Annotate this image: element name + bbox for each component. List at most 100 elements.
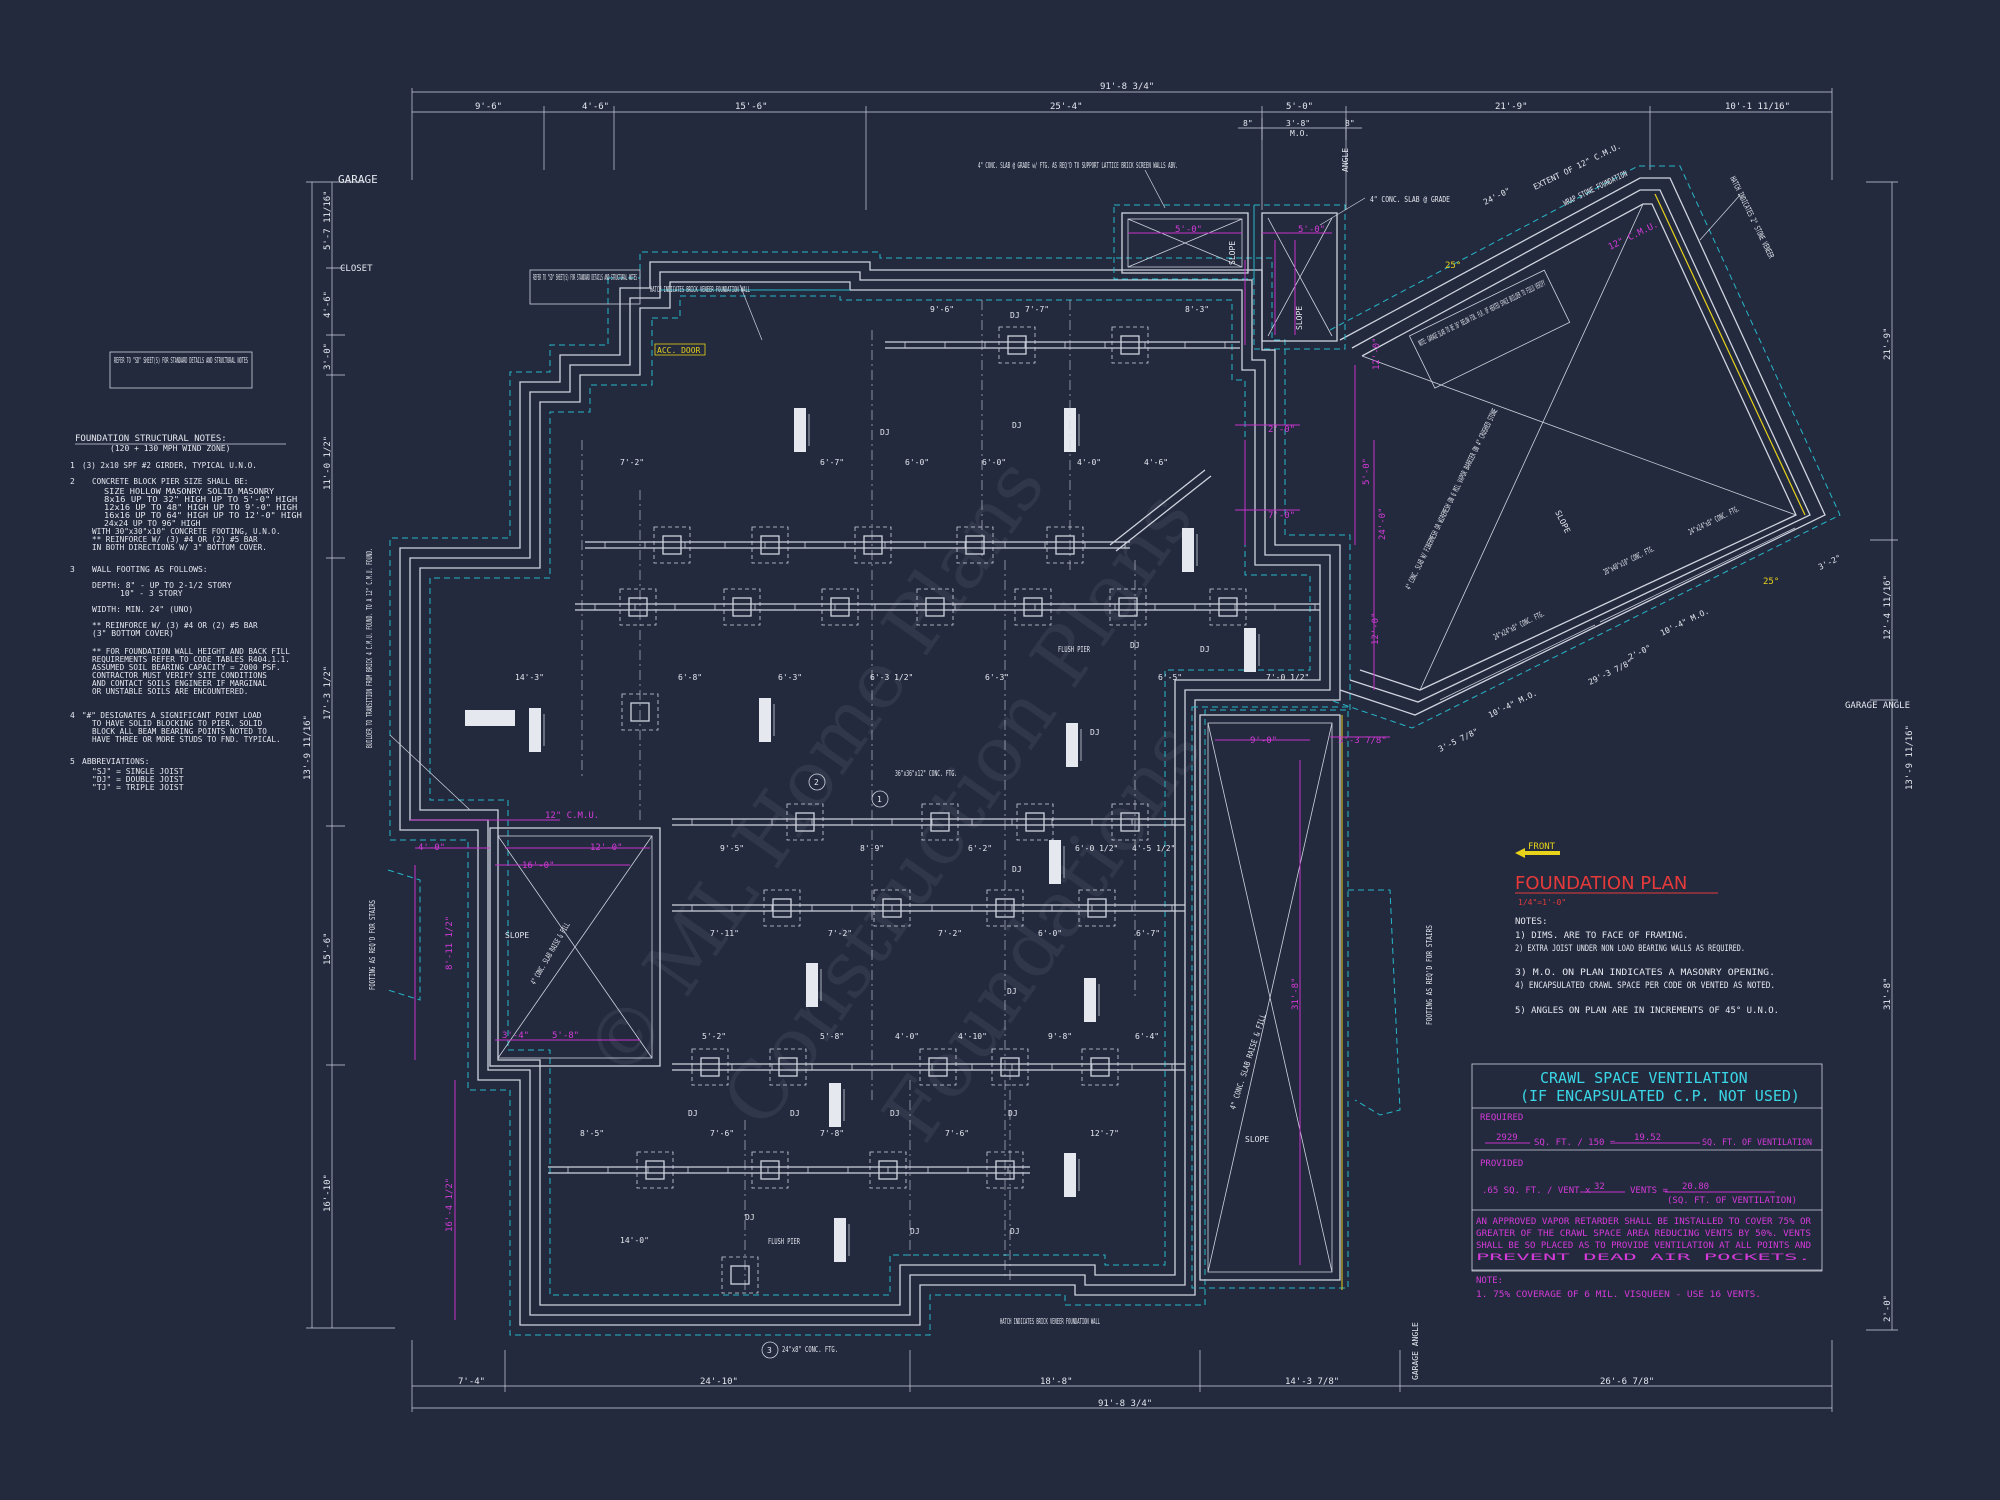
mg-dim-16: 24'-0" (1378, 507, 1388, 540)
right-dim-4: 31'-8" (1883, 977, 1893, 1010)
interior-grid (581, 300, 1136, 1290)
ventilation-per-vent: .65 SQ. FT. / VENT x (1482, 1186, 1591, 1196)
structural-note-line: "TJ" = TRIPLE JOIST (92, 783, 184, 792)
structural-note-line: BLOCK ALL BEAM BEARING POINTS NOTED TO (92, 727, 267, 736)
joist-label: DJ (1012, 865, 1022, 874)
bottom-dim-4: 14'-3 7/8" (1285, 1377, 1339, 1387)
pier-footing (691, 1048, 729, 1086)
pier-footing (916, 588, 954, 626)
mg-dim-10: 3'-4" (502, 1031, 529, 1041)
structural-note-line: DEPTH: 8" - UP TO 2-1/2 STORY (92, 581, 232, 590)
top-mo: M.O. (1290, 129, 1309, 138)
structural-note-line: WIDTH: MIN. 24" (UNO) (92, 605, 193, 614)
ventilation-required-value: 19.52 (1634, 1133, 1661, 1143)
pd-ac: 4'-0" (895, 1032, 919, 1041)
callout-slab-grade: 4" CONC. SLAB @ GRADE (1370, 195, 1450, 204)
pd-ah: 7'-6" (710, 1129, 734, 1138)
front-label: FRONT (1528, 842, 1556, 852)
top-dim-5: 5'-0" (1286, 102, 1313, 112)
pier-footing (769, 1048, 807, 1086)
structural-notes-subtitle: (120 + 130 MPH WIND ZONE) (110, 444, 230, 453)
foundation-plan-scale: 1/4"=1'-0" (1518, 898, 1566, 907)
top-dimensions: 91'-8 3/4" 9'-6" 4'-6" 15'-6" 25'-4" 5'-… (411, 82, 1833, 210)
structural-note-line: "SJ" = SINGLE JOIST (92, 767, 184, 776)
joist-direction-tag (1084, 978, 1096, 1022)
mg-dim-7: 4'-0" (418, 843, 445, 853)
structural-note-line: (3" BOTTOM COVER) (92, 629, 174, 638)
pd-y: 6'-0" (1038, 929, 1062, 938)
callout-cmu-12: 12" C.M.U. (545, 811, 599, 821)
fp-note-5: 5) ANGLES ON PLAN ARE IN INCREMENTS OF 4… (1515, 1006, 1779, 1016)
pier-footing (1209, 588, 1247, 626)
mg-dim-6: 5'-3 7/8" (1338, 736, 1387, 746)
pier-footing (956, 526, 994, 564)
mg-dim-1: 5'-0" (1175, 225, 1202, 235)
right-dim-2: 12'-4 11/16" (1883, 575, 1893, 640)
callout-acc-door[interactable]: ACC. DOOR (657, 346, 701, 355)
top-dim-6: 21'-9" (1495, 102, 1528, 112)
structural-note-line: ASSUMED SOIL BEARING CAPACITY = 2000 PSF… (92, 663, 281, 672)
pier-footing (821, 588, 859, 626)
vapor-note-line: SHALL BE SO PLACED AS TO PROVIDE VENTILA… (1476, 1241, 1811, 1251)
structural-note-line: SIZE HOLLOW MASONRY SOLID MASONRY (104, 487, 274, 496)
joist-label: DJ (880, 428, 890, 437)
top-small-1: 8" (1243, 119, 1253, 128)
pd-ap: 3'-5 7/8" (1437, 727, 1480, 754)
pd-ak: 12'-7" (1090, 1129, 1119, 1138)
bottom-dim-5: 26'-6 7/8" (1600, 1377, 1654, 1387)
pd-m: 6'-3 1/2" (870, 673, 913, 682)
mg-dim-9: 16'-0" (522, 861, 555, 871)
pd-r: 8'-9" (860, 844, 884, 853)
angle-25-bottom: 25° (1763, 577, 1779, 587)
vapor-note-line: PREVENT DEAD AIR POCKETS. (1476, 1253, 1811, 1263)
left-dimensions: GARAGE CLOSET 5'-7 11/16" 4'-6" 3'-0" 11… (303, 173, 395, 1329)
ventilation-provided-value: 20.80 (1682, 1182, 1709, 1192)
pier-footing (1081, 1048, 1119, 1086)
fireplace-block (465, 710, 515, 726)
pier-footing (721, 1256, 759, 1294)
ventilation-required-text: SQ. FT. / 150 = (1534, 1138, 1616, 1148)
left-dim-8: 16'-10" (323, 1174, 333, 1212)
structural-note-line: (3) 2x10 SPF #2 GIRDER, TYPICAL U.N.O. (82, 461, 257, 470)
pd-s: 6'-2" (968, 844, 992, 853)
joist-direction-tag (759, 698, 771, 742)
slope-label-porch2: SLOPE (1295, 306, 1304, 330)
pier (700, 1057, 720, 1077)
pier-footing (619, 588, 657, 626)
pd-aj: 7'-6" (945, 1129, 969, 1138)
structural-note-line: ABBREVIATIONS: (82, 757, 149, 766)
pier (965, 535, 985, 555)
callout-slab-raise-left: 4" CONC. SLAB RAISE & FILL (529, 921, 572, 986)
pd-aa: 5'-2" (702, 1032, 726, 1041)
left-dim-5: 17'-3 1/2" (323, 666, 333, 720)
right-dimensions: 21'-9" 12'-4 11/16" 13'-9 11/16" 31'-8" … (1845, 181, 1915, 1331)
girder-line (1115, 475, 1212, 552)
callout-flush-pier-1: FLUSH PIER (1058, 645, 1090, 654)
right-dim-5: 2'-0" (1883, 1295, 1893, 1322)
pier-footing (751, 526, 789, 564)
note-number-4: 4 (70, 711, 75, 720)
top-dim-2: 4'-6" (582, 102, 609, 112)
callout-footing-stairs-right: FOOTING AS REQ'D FOR STAIRS (1425, 925, 1434, 1025)
ventilation-required-unit: SQ. FT. OF VENTILATION (1702, 1138, 1812, 1148)
structural-note-line: OR UNSTABLE SOILS ARE ENCOUNTERED. (92, 687, 248, 696)
structural-note-line: 12x16 UP TO 48" HIGH UP TO 9'-0" HIGH (104, 503, 297, 512)
structural-note-line: "DJ" = DOUBLE JOIST (92, 775, 184, 784)
pd-t: 6'-0 1/2" (1075, 844, 1118, 853)
top-dim-7: 10'-1 11/16" (1725, 102, 1790, 112)
ventilation-provided-unit: (SQ. FT. OF VENTILATION) (1667, 1196, 1797, 1206)
ventilation-note-label: NOTE: (1476, 1276, 1503, 1286)
pd-l: 6'-3" (778, 673, 802, 682)
pier-footing (1078, 889, 1116, 927)
left-dim-6: 13'-9 11/16" (303, 715, 313, 780)
left-garage-label: GARAGE (338, 173, 378, 186)
structural-note-line: HAVE THREE OR MORE STUDS TO FND. TYPICAL… (92, 735, 281, 744)
structural-note-line: ** FOR FOUNDATION WALL HEIGHT AND BACK F… (92, 647, 290, 656)
structural-note-line: "#" DESIGNATES A SIGNIFICANT POINT LOAD (82, 711, 262, 720)
pier-footing (1046, 526, 1084, 564)
pier (1118, 597, 1138, 617)
top-angle: ANGLE (1341, 148, 1350, 172)
slope-label-porch: SLOPE (1228, 241, 1237, 265)
slope-label-right: SLOPE (1245, 1135, 1269, 1144)
foundation-plan-title: FOUNDATION PLAN (1515, 873, 1687, 894)
